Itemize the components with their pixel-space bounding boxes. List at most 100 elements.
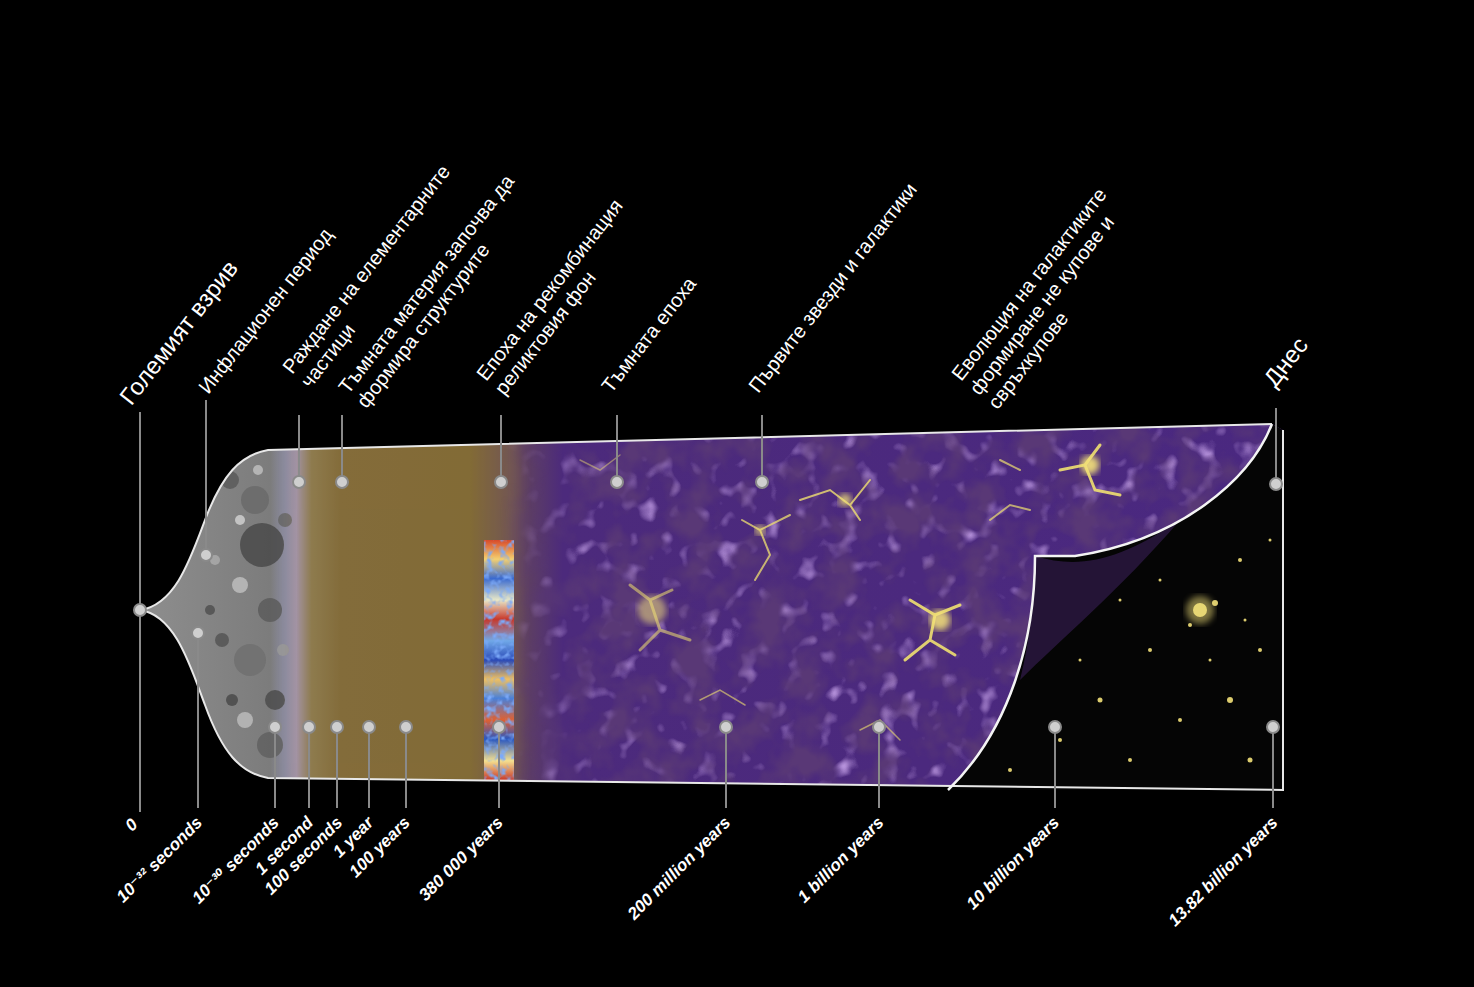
bubble bbox=[205, 605, 215, 615]
leader-line bbox=[197, 633, 199, 808]
filament bbox=[1060, 445, 1120, 495]
bubble bbox=[257, 732, 283, 758]
marker-dot bbox=[873, 721, 885, 733]
marker-dot bbox=[720, 721, 732, 733]
leader-lines bbox=[140, 400, 1276, 812]
filament bbox=[905, 600, 960, 660]
band-outline-bottom bbox=[140, 430, 1283, 790]
marker-dot bbox=[200, 549, 212, 561]
leader-line bbox=[405, 727, 407, 808]
marker-dot bbox=[134, 604, 146, 616]
cluster-glow bbox=[1186, 596, 1214, 624]
leader-line bbox=[298, 415, 300, 482]
leader-line bbox=[139, 610, 141, 812]
bubble bbox=[237, 712, 253, 728]
time-label: 200 million years bbox=[625, 813, 735, 923]
marker-dot bbox=[495, 476, 507, 488]
bubble bbox=[234, 644, 266, 676]
bubble bbox=[278, 513, 292, 527]
leader-line bbox=[274, 727, 276, 808]
inflation-bubbles bbox=[205, 465, 292, 758]
filament bbox=[990, 505, 1030, 520]
light-web bbox=[480, 400, 1290, 800]
present-galaxies bbox=[1008, 539, 1272, 773]
marker-dot bbox=[269, 721, 281, 733]
marker-dot bbox=[293, 476, 305, 488]
present-galaxy bbox=[1159, 579, 1162, 582]
epoch-label: Тъмната епоха bbox=[597, 273, 701, 397]
filament bbox=[800, 480, 870, 520]
marker-dot bbox=[363, 721, 375, 733]
bubble bbox=[253, 465, 263, 475]
bubble bbox=[240, 523, 284, 567]
bubble bbox=[235, 515, 245, 525]
present-galaxy bbox=[1269, 539, 1272, 542]
present-galaxy bbox=[1238, 558, 1242, 562]
leader-line bbox=[341, 415, 343, 482]
epoch-label: Днес bbox=[1258, 332, 1314, 392]
era-gradient bbox=[130, 400, 1290, 800]
universe-band bbox=[130, 400, 1290, 800]
bubble bbox=[258, 598, 282, 622]
epoch-label: Еволюция на галактиките формиране не куп… bbox=[947, 180, 1150, 413]
epoch-label: Големият взрив bbox=[114, 255, 244, 410]
present-galaxy bbox=[1178, 718, 1182, 722]
band-outline-top bbox=[140, 424, 1272, 610]
marker-dot bbox=[1267, 721, 1279, 733]
present-galaxy bbox=[1119, 599, 1122, 602]
galaxy-cluster bbox=[930, 610, 950, 630]
marker-dot bbox=[336, 476, 348, 488]
present-galaxy bbox=[1098, 698, 1103, 703]
filament bbox=[742, 515, 790, 580]
filament bbox=[700, 690, 745, 705]
present-galaxy bbox=[1244, 619, 1247, 622]
leader-line bbox=[336, 727, 338, 808]
marker-dot bbox=[756, 476, 768, 488]
marker-dot bbox=[493, 721, 505, 733]
marker-dot bbox=[1049, 721, 1061, 733]
leader-line bbox=[139, 412, 141, 610]
bubble bbox=[277, 644, 289, 656]
time-label: 0 bbox=[122, 815, 142, 835]
leader-line bbox=[761, 415, 763, 482]
present-galaxy bbox=[1058, 738, 1062, 742]
galaxy-cluster bbox=[1081, 456, 1099, 474]
marker-dot bbox=[303, 721, 315, 733]
bubble bbox=[265, 690, 285, 710]
page-curl-present bbox=[948, 424, 1283, 790]
dark-matter-texture bbox=[480, 400, 1290, 800]
leader-line bbox=[1272, 727, 1274, 808]
epoch-label: Първите звезди и галактики bbox=[744, 178, 922, 397]
time-label: 1 billion years bbox=[795, 813, 888, 906]
leader-line bbox=[616, 415, 618, 482]
galaxy-cluster bbox=[638, 596, 666, 624]
present-galaxy bbox=[1248, 758, 1253, 763]
present-galaxy bbox=[1008, 768, 1012, 772]
present-galaxy bbox=[1258, 648, 1262, 652]
bubble bbox=[226, 694, 238, 706]
marker-dots bbox=[134, 476, 1282, 733]
present-galaxy bbox=[1128, 758, 1132, 762]
dark-voids bbox=[480, 400, 1290, 800]
marker-dot bbox=[1270, 478, 1282, 490]
leader-line bbox=[308, 727, 310, 808]
leader-line bbox=[498, 727, 500, 808]
galaxy-cluster bbox=[755, 525, 765, 535]
filament bbox=[630, 585, 690, 650]
leader-line bbox=[878, 727, 880, 808]
leader-line bbox=[500, 415, 502, 482]
present-galaxy bbox=[1079, 659, 1082, 662]
page-curl-underside bbox=[1020, 520, 1180, 680]
time-label: 10 billion years bbox=[963, 813, 1063, 913]
time-label: 13.82 billion years bbox=[1165, 813, 1282, 930]
filament bbox=[580, 455, 620, 470]
marker-dot bbox=[611, 476, 623, 488]
marker-dot bbox=[400, 721, 412, 733]
present-galaxy bbox=[1209, 659, 1212, 662]
leader-line bbox=[725, 727, 727, 808]
bubble bbox=[232, 577, 248, 593]
present-galaxy bbox=[1188, 623, 1192, 627]
leader-line bbox=[1275, 408, 1277, 484]
present-galaxy bbox=[1148, 648, 1152, 652]
